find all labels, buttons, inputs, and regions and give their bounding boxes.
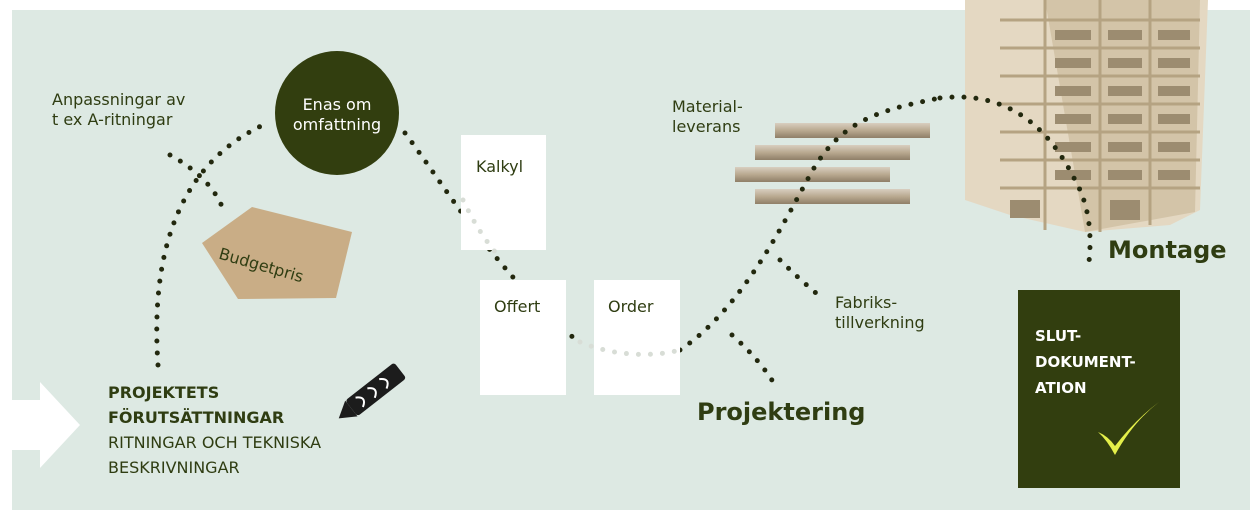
calc-label: Kalkyl xyxy=(476,157,524,176)
dotted-path-scope-to-offer xyxy=(402,130,581,343)
final-documentation-box xyxy=(1018,290,1180,488)
final-documentation-label: SLUT- DOKUMENT- ATION xyxy=(1035,327,1136,397)
adaptations-label: Anpassningar av t ex A-ritningar xyxy=(52,90,186,129)
dotted-path-to-factory xyxy=(677,95,943,353)
material-label: Material- leverans xyxy=(672,97,743,136)
factory-label: Fabriks- tillverkning xyxy=(835,293,925,332)
dotted-path-factory xyxy=(777,257,825,301)
budget-tag-icon xyxy=(202,207,352,299)
dotted-path-prereq xyxy=(154,119,273,368)
order-card xyxy=(594,280,680,395)
scope-circle xyxy=(275,51,399,175)
calc-card xyxy=(461,135,546,250)
scope-label: Enas om omfattning xyxy=(292,95,382,134)
order-label: Order xyxy=(608,297,654,316)
projektering-label: Projektering xyxy=(697,398,866,426)
arrow-right-icon xyxy=(0,382,80,468)
building-image xyxy=(965,0,1208,232)
checkmark-icon xyxy=(1098,402,1159,455)
montage-label: Montage xyxy=(1108,236,1227,264)
dotted-path-adaptations xyxy=(167,152,228,218)
dotted-path-projektering xyxy=(729,332,778,388)
crayon-icon xyxy=(338,363,406,419)
dotted-path-to-building xyxy=(937,94,1093,273)
quote-label: Offert xyxy=(494,297,541,316)
quote-card xyxy=(480,280,566,395)
timber-beam-icon xyxy=(735,123,930,204)
prerequisites-label: PROJEKTETS FÖRUTSÄTTNINGAR RITNINGAR OCH… xyxy=(108,383,322,477)
